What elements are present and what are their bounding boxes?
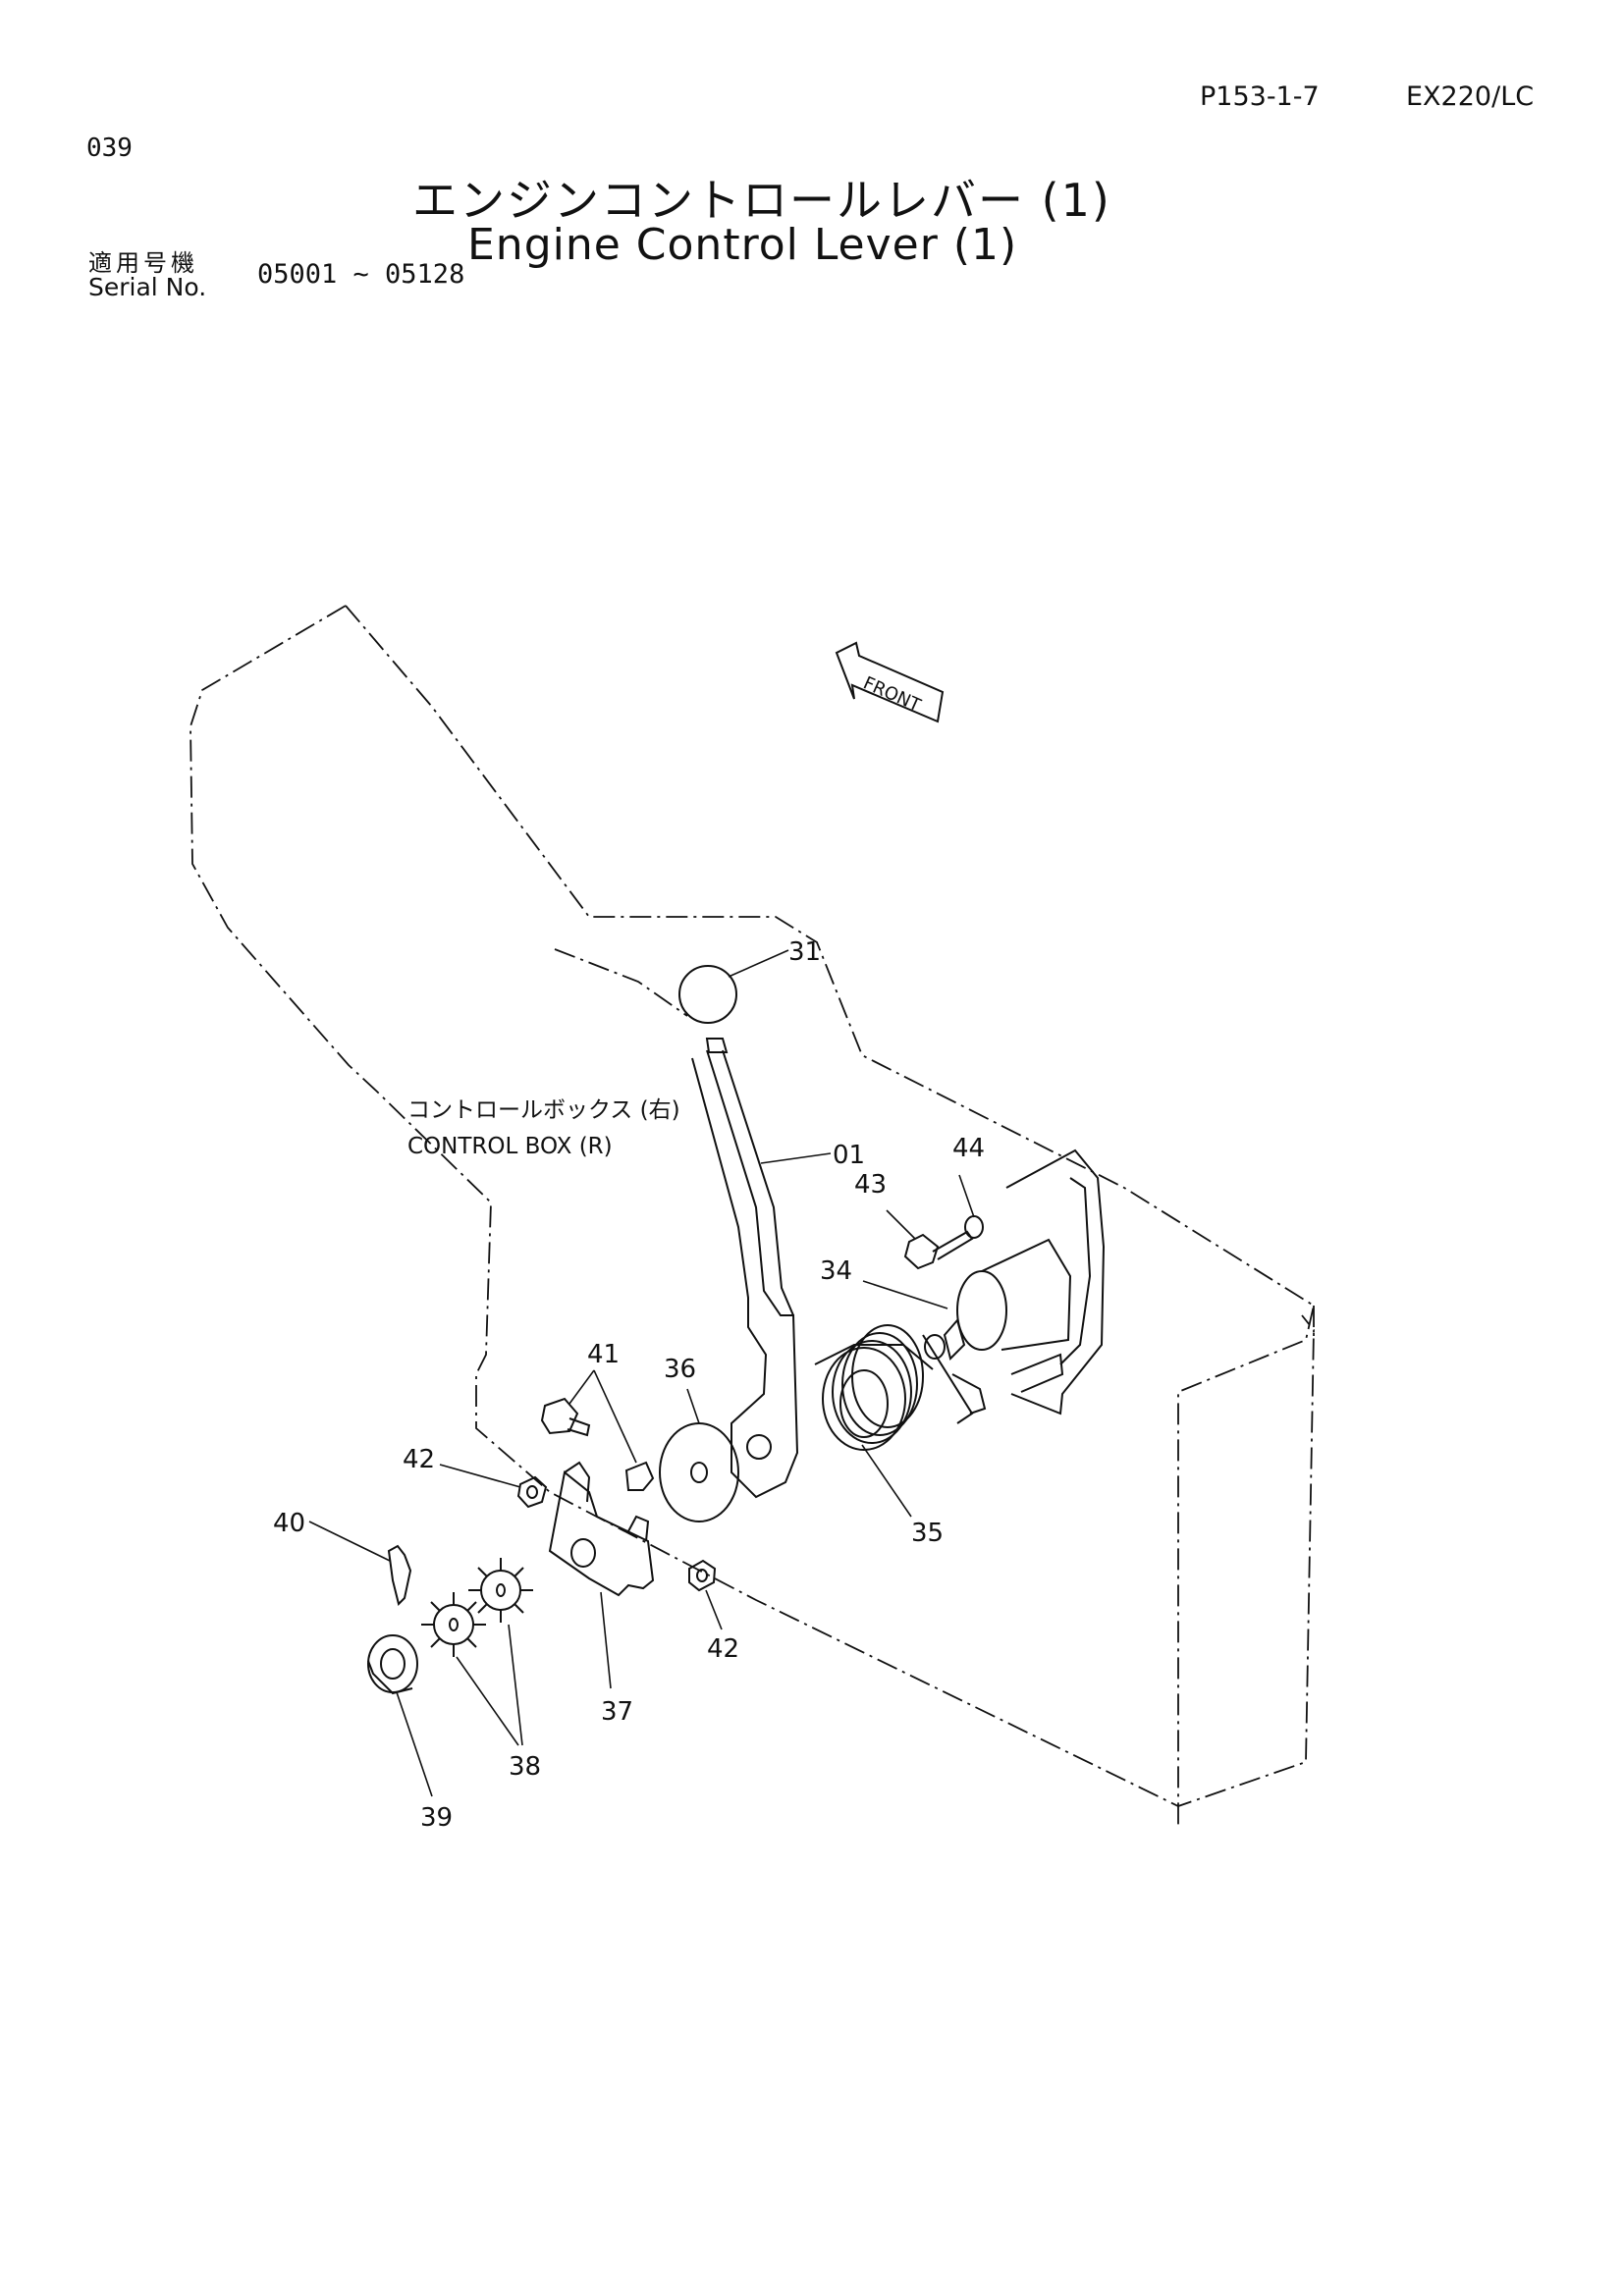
control-box-label-english: CONTROL BOX (R) xyxy=(407,1134,613,1159)
washer-36 xyxy=(659,1422,739,1522)
bolt-41 xyxy=(540,1397,655,1491)
callout-42-upper: 42 xyxy=(403,1445,435,1474)
lever-knob xyxy=(678,965,737,1024)
callout-37: 37 xyxy=(601,1697,633,1727)
stopper-plate xyxy=(548,1461,655,1597)
star-washer-38b xyxy=(468,1558,533,1623)
serial-label-japanese: 適用号機 xyxy=(88,249,198,277)
page-number: 039 xyxy=(86,133,133,163)
callout-43: 43 xyxy=(854,1170,887,1200)
nut-39 xyxy=(367,1634,418,1695)
callout-34: 34 xyxy=(820,1256,852,1286)
callout-42-lower: 42 xyxy=(707,1634,739,1664)
control-lever xyxy=(691,1038,799,1499)
page-title-japanese: エンジンコントロールレバー (1) xyxy=(412,174,1111,227)
star-washer-38a xyxy=(421,1592,486,1657)
serial-range: 05001 ~ 05128 xyxy=(257,259,465,290)
callout-numbers: 31 01 44 43 34 41 36 42 40 35 42 37 38 3… xyxy=(273,937,985,1833)
callout-38: 38 xyxy=(509,1752,541,1782)
callout-35: 35 xyxy=(911,1519,944,1548)
reference-code: P153-1-7 xyxy=(1200,81,1320,112)
torsion-spring xyxy=(814,1324,974,1451)
control-box-outline xyxy=(189,605,1316,1826)
leader-lines xyxy=(308,949,975,1797)
callout-39: 39 xyxy=(420,1803,453,1833)
callout-31: 31 xyxy=(788,937,821,967)
washer-44 xyxy=(964,1215,984,1239)
callout-01: 01 xyxy=(833,1141,865,1170)
model-code: EX220/LC xyxy=(1406,81,1535,112)
page-title-english: Engine Control Lever (1) xyxy=(467,220,1018,270)
callout-40: 40 xyxy=(273,1509,305,1538)
callout-41: 41 xyxy=(587,1340,620,1369)
callout-44: 44 xyxy=(952,1134,985,1163)
callout-36: 36 xyxy=(664,1355,696,1384)
nut-42-lower xyxy=(688,1559,717,1592)
front-arrow-icon: FRONT xyxy=(835,641,945,723)
nut-42-upper xyxy=(516,1475,548,1509)
cotter-pin xyxy=(387,1544,412,1606)
control-box-label-japanese: コントロールボックス (右) xyxy=(407,1097,680,1123)
bolt-43 xyxy=(903,1230,974,1270)
solenoid-assembly xyxy=(924,1148,1106,1415)
serial-label-english: Serial No. xyxy=(88,273,207,301)
